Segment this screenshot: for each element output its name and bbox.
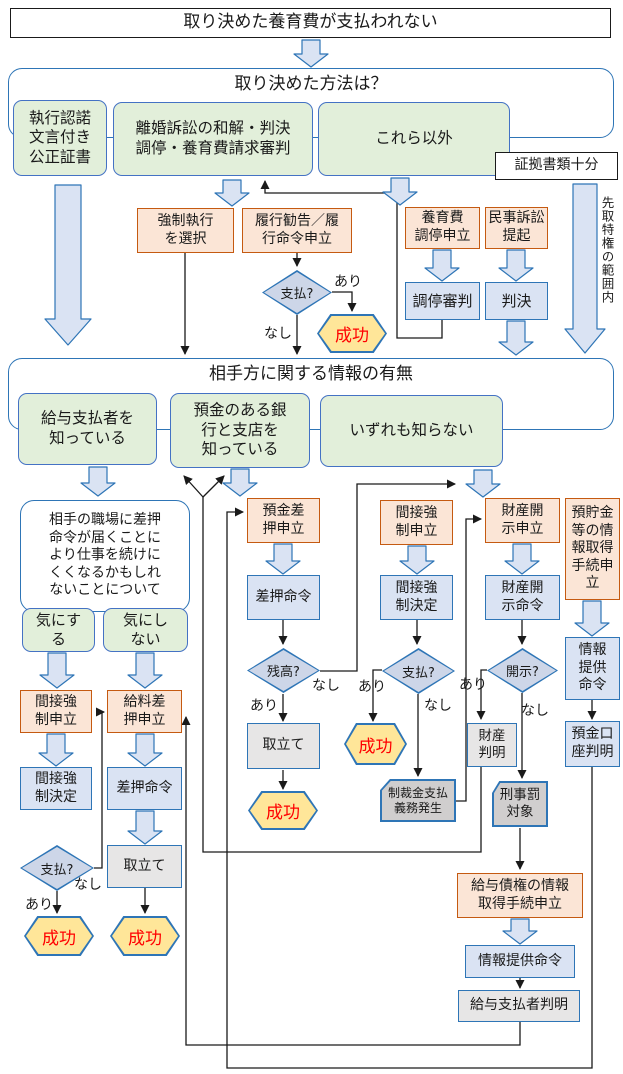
connector-payq-yes-success xyxy=(332,291,357,313)
node-collect-1: 取立て xyxy=(107,845,182,888)
flow-arrow xyxy=(127,652,163,689)
node-collect-2: 取立て xyxy=(247,723,320,769)
edge-label-no-col1: なし xyxy=(74,877,102,893)
connector-loop-branch-right xyxy=(202,475,225,498)
flow-arrow xyxy=(127,733,163,767)
node-judgment: 判決 xyxy=(485,282,548,320)
node-criminal-penalty: 刑事罰 対象 xyxy=(492,781,548,827)
terminal-success-col3: 成功 xyxy=(344,723,407,765)
flow-arrow xyxy=(502,918,538,945)
connector-sanction-loop xyxy=(456,514,483,802)
flow-arrow xyxy=(222,468,258,497)
node-asset-disclosure-filing: 財産開 示申立 xyxy=(485,498,560,543)
node-account-found: 預金口 座判明 xyxy=(565,721,620,767)
node-salary-info-filing: 給与債権の情報 取得手続申立 xyxy=(457,873,583,918)
flow-arrow xyxy=(127,810,163,845)
edge-label-no-top: なし xyxy=(264,326,292,342)
flow-arrow xyxy=(498,249,534,282)
connector-assetfound-loop xyxy=(202,497,482,853)
edge-label-yes-col2: あり xyxy=(250,698,278,714)
node-mediation-ruling: 調停審判 xyxy=(405,282,480,320)
connector-payq1-no-loop xyxy=(94,707,106,869)
node-garnish-order-2: 差押命令 xyxy=(247,575,320,620)
node-civil-suit: 民事訴訟 提起 xyxy=(485,207,548,249)
flow-arrow xyxy=(382,177,418,206)
flow-arrow xyxy=(265,543,301,575)
decision-balance: 残高? xyxy=(247,648,320,693)
decision-paid-col1: 支払? xyxy=(20,845,94,891)
node-mediation-filing: 養育費 調停申立 xyxy=(405,207,480,249)
edge-label-no-col2: なし xyxy=(312,678,340,694)
connector-loop-branch-left xyxy=(183,475,204,498)
node-court-settlement: 離婚訴訟の和解・判決 調停・養育費請求審判 xyxy=(113,102,313,176)
node-info-order-bottom: 情報提供命令 xyxy=(465,945,575,978)
node-asset-found: 財産 判明 xyxy=(467,723,517,767)
flow-arrow xyxy=(498,320,534,356)
flow-arrow xyxy=(564,183,606,354)
node-sanction: 制裁金支払 義務発生 xyxy=(380,779,456,822)
node-indirect-filing-1: 間接強 制申立 xyxy=(20,690,92,733)
flow-arrow xyxy=(424,249,460,282)
connector-discloseq-yes xyxy=(476,669,487,721)
node-employer-found: 給与支払者判明 xyxy=(458,990,580,1022)
terminal-success-top: 成功 xyxy=(317,314,387,353)
info-question-title: 相手方に関する情報の有無 xyxy=(209,364,413,384)
node-worry-note: 相手の職場に差押 命令が届くことに より仕事を続けに くくなるかもしれ ないこと… xyxy=(20,500,190,612)
flow-arrow xyxy=(80,466,116,497)
node-choose-enforcement: 強制執行 を選択 xyxy=(137,208,234,253)
connector-ruling-loop xyxy=(260,179,443,339)
edge-label-yes-top: あり xyxy=(334,274,362,290)
node-evidence-sufficient: 証拠書類十分 xyxy=(495,152,618,180)
lien-scope-note: 先取特権の範囲内 xyxy=(599,196,615,304)
node-know-bank: 預金のある銀 行と支店を 知っている xyxy=(170,393,310,468)
flow-arrow xyxy=(39,652,75,689)
node-salary-garnish-filing: 給料差 押申立 xyxy=(107,690,182,733)
decision-disclosed: 開示? xyxy=(487,648,558,693)
flow-arrow xyxy=(574,600,610,637)
flow-arrow xyxy=(399,545,435,575)
connector-payq3-yes xyxy=(368,669,382,723)
node-deposit-garnish-filing: 預金差 押申立 xyxy=(247,498,320,543)
flow-arrow xyxy=(38,733,74,767)
connector-employer-loop xyxy=(181,715,521,1046)
edge-label-yes-col1: あり xyxy=(25,897,53,913)
node-asset-disclosure-order: 財産開 示命令 xyxy=(485,575,560,620)
terminal-success-col2: 成功 xyxy=(248,791,318,830)
terminal-success-col1b: 成功 xyxy=(110,916,180,956)
decision-paid-col3: 支払? xyxy=(382,648,455,694)
node-start: 取り決めた養育費が支払われない xyxy=(10,8,611,38)
edge-label-yes-col4: あり xyxy=(459,677,487,693)
flow-arrow xyxy=(504,543,540,575)
terminal-success-col1a: 成功 xyxy=(24,916,94,956)
node-advice-filing: 履行勧告／履 行命令申立 xyxy=(242,208,352,253)
node-notarized-deed: 執行認諾 文言付き 公正証書 xyxy=(13,100,107,176)
edge-label-no-col3: なし xyxy=(424,698,452,714)
connector-balance-no xyxy=(320,479,457,672)
node-deposit-info-filing: 預貯金 等の情 報取得 手続申 立 xyxy=(565,498,620,600)
node-indirect-filing-2: 間接強 制申立 xyxy=(380,500,453,545)
connector-account-loop xyxy=(226,507,593,1069)
node-indirect-order-1: 間接強 制決定 xyxy=(20,767,92,810)
edge-label-no-col4: なし xyxy=(521,703,549,719)
flow-arrow xyxy=(465,469,501,498)
method-question-title: 取り決めた方法は？ xyxy=(234,74,388,94)
flow-arrow xyxy=(293,39,329,68)
node-not-mind: 気にし ない xyxy=(103,608,188,652)
node-info-order-col5: 情報 提供 命令 xyxy=(565,637,620,700)
flow-arrow xyxy=(214,179,250,207)
node-indirect-order-2: 間接強 制決定 xyxy=(380,575,453,620)
flow-arrow xyxy=(44,184,92,346)
node-mind: 気にす る xyxy=(22,608,95,652)
node-know-employer: 給与支払者を 知っている xyxy=(18,393,157,465)
edge-label-yes-col3: あり xyxy=(358,679,386,695)
decision-paid-top: 支払? xyxy=(262,270,332,315)
node-other-method: これら以外 xyxy=(318,102,510,176)
node-garnish-order-1: 差押命令 xyxy=(107,767,182,810)
node-know-neither: いずれも知らない xyxy=(320,395,503,467)
